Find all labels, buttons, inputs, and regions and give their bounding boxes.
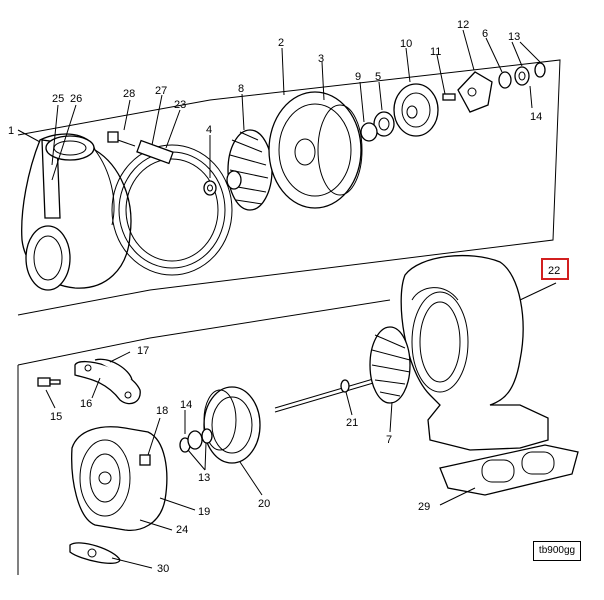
turbine-housing [400, 254, 549, 451]
journal-bearings-bottom [179, 428, 213, 453]
thrust-bearing [393, 83, 439, 137]
callout-labels: 1 2 3 4 5 6 7 8 9 10 11 12 13 14 14 13 1… [8, 19, 560, 575]
shaft-nut [203, 180, 217, 196]
callout-5: 5 [375, 71, 381, 83]
turbine-wheel-shaft [274, 326, 411, 413]
leader-lines [17, 29, 557, 569]
highlight-box-22 [541, 258, 569, 280]
reference-code-label: tb900gg [533, 541, 581, 561]
callout-23: 23 [174, 99, 186, 111]
callout-1: 1 [8, 125, 14, 137]
callout-2: 2 [278, 37, 284, 49]
callout-15: 15 [50, 411, 62, 423]
callout-3: 3 [318, 53, 324, 65]
callout-13-bottom: 13 [198, 472, 210, 484]
callout-25: 25 [52, 93, 64, 105]
callout-12: 12 [457, 19, 469, 31]
retainer-plate [442, 71, 493, 113]
callout-7: 7 [386, 434, 392, 446]
thrust-collar [360, 111, 395, 142]
callout-19: 19 [198, 506, 210, 518]
callout-14-top: 14 [530, 111, 542, 123]
v-band-clamp [107, 131, 233, 276]
callout-8: 8 [238, 83, 244, 95]
callout-17: 17 [137, 345, 149, 357]
compressor-backplate [268, 91, 363, 209]
callout-26: 26 [70, 93, 82, 105]
callout-6: 6 [482, 28, 488, 40]
callout-4: 4 [206, 124, 212, 136]
callout-28: 28 [123, 88, 135, 100]
callout-10: 10 [400, 38, 412, 50]
journal-bearings-top [498, 62, 546, 89]
callout-11: 11 [430, 46, 441, 58]
oil-drain-flange [74, 358, 141, 405]
callout-20: 20 [258, 498, 270, 510]
center-housing [71, 426, 168, 531]
callout-30: 30 [157, 563, 169, 575]
compressor-housing [21, 133, 132, 291]
heat-shield [203, 386, 261, 464]
callout-14-bottom: 14 [180, 399, 192, 411]
compressor-wheel [226, 129, 273, 211]
callout-22: 22 [548, 265, 560, 277]
oil-inlet-gasket [69, 542, 121, 564]
callout-29: 29 [418, 501, 430, 513]
turbine-outlet-gasket [439, 444, 579, 496]
callout-24: 24 [176, 524, 188, 536]
callout-21: 21 [346, 417, 358, 429]
callout-13-top: 13 [508, 31, 520, 43]
callout-18: 18 [156, 405, 168, 417]
callout-16: 16 [80, 398, 92, 410]
callout-9: 9 [355, 71, 361, 83]
section-boundaries [17, 59, 561, 575]
flange-bolt [37, 377, 61, 387]
callout-27: 27 [155, 85, 167, 97]
